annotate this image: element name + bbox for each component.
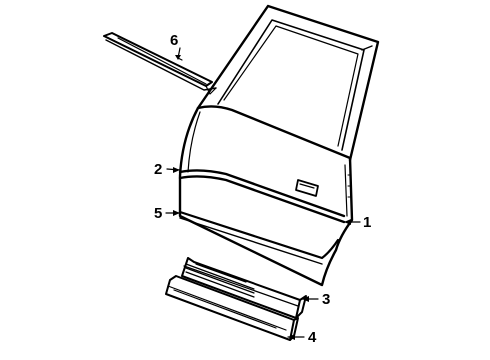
- callout-1: 1: [363, 214, 371, 231]
- arrowhead-6: [175, 55, 181, 60]
- arrowhead-2: [173, 167, 180, 173]
- callout-3: 3: [322, 291, 330, 308]
- callout-5: 5: [154, 205, 162, 222]
- lower-body-molding: [178, 210, 340, 265]
- callout-2: 2: [154, 161, 162, 178]
- arrowhead-4: [288, 334, 295, 340]
- door-window-frame: [196, 4, 380, 162]
- leader-arrows: [165, 47, 361, 340]
- door-handle: [295, 179, 319, 197]
- upper-body-molding: [178, 169, 346, 224]
- callout-6: 6: [170, 32, 178, 49]
- rocker-molding: [165, 275, 299, 341]
- arrowhead-1: [344, 219, 351, 225]
- arrowhead-5: [173, 210, 180, 216]
- belt-weatherstrip: [103, 32, 217, 95]
- arrowhead-3: [302, 296, 309, 302]
- callout-4: 4: [308, 329, 317, 346]
- door-outer-panel: [178, 105, 354, 287]
- lower-ribbed-molding: [181, 257, 307, 319]
